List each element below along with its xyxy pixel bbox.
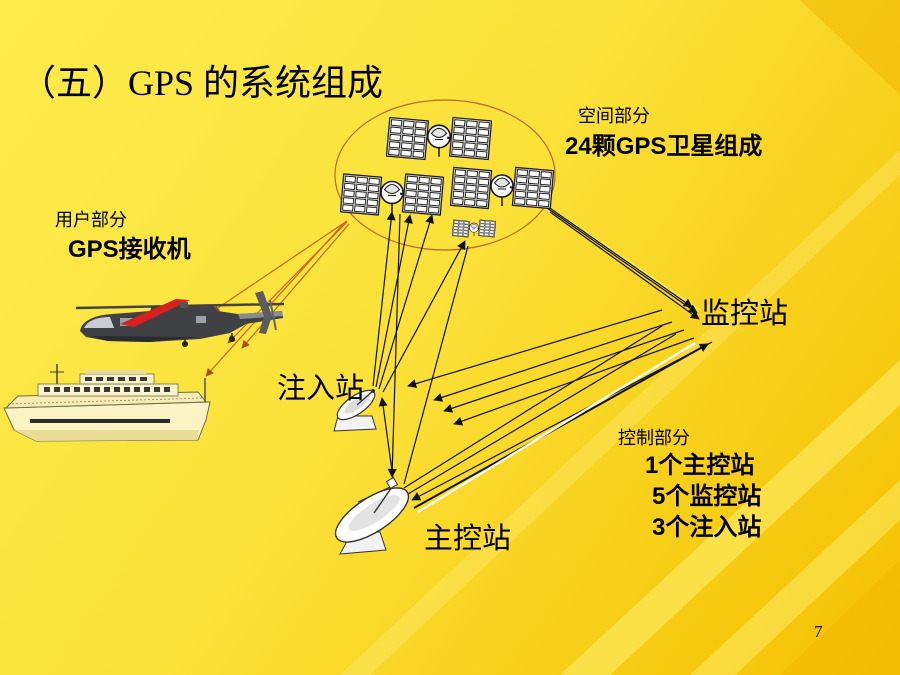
slide-title: （五）GPS 的系统组成: [20, 63, 384, 103]
helicopter-icon: [75, 291, 285, 347]
satellite-icon: [386, 118, 491, 160]
link-master-to-monitor-3: [403, 325, 663, 489]
link-monitor-to-injection-1: [407, 309, 663, 388]
space-segment-description: 24颗GPS卫星组成: [565, 133, 763, 160]
user-links: [205, 220, 350, 377]
link-satellite-to-ship: [205, 221, 346, 377]
control-segment-item: 1个主控站: [645, 452, 755, 479]
monitor-station-label: 监控站: [701, 298, 789, 330]
monitor-downlinks: [543, 203, 701, 320]
link-master-to-injection: [378, 397, 394, 479]
master-station-label: 主控站: [424, 523, 512, 555]
satellite-icon: [450, 167, 553, 208]
injection-dish-antenna-icon: [333, 389, 377, 432]
master-links: [378, 213, 469, 485]
link-monitor-to-injection-2: [433, 321, 673, 402]
link-satellite-to-master-2: [403, 245, 469, 485]
link-monitor-to-master: [411, 341, 713, 501]
space-segment-heading: 空间部分: [578, 106, 650, 126]
control-segment-item: 3个注入站: [652, 514, 762, 541]
injection-uplinks: [372, 211, 466, 393]
control-segment-heading: 控制部分: [618, 428, 690, 448]
control-segment-item: 5个监控站: [652, 483, 762, 510]
injection-station-label: 注入站: [277, 373, 365, 405]
background-bands: [340, 0, 900, 675]
uplink-injection-to-satellite-1: [372, 211, 396, 387]
satellite-icon: [452, 220, 496, 237]
ship-icon: [3, 364, 211, 442]
uplink-injection-to-satellite-2: [375, 214, 413, 388]
page-number: 7: [814, 622, 823, 641]
link-satellite-to-helicopter-3: [241, 223, 350, 349]
link-master-to-monitor-2: [407, 333, 677, 495]
uplink-injection-to-satellite-3: [378, 214, 434, 390]
link-satellite-to-monitor-yellow: [545, 204, 701, 311]
uplink-injection-to-satellite-4: [382, 240, 466, 393]
link-satellite-to-monitor-1: [543, 203, 693, 308]
master-monitor-links: [403, 325, 713, 513]
link-master-to-monitor-white: [417, 342, 696, 513]
link-monitor-to-injection-3: [443, 329, 685, 413]
user-segment-heading: 用户部分: [55, 210, 127, 230]
space-segment-ellipse: [334, 99, 556, 251]
master-dish-antenna-icon: [334, 476, 410, 555]
satellite-icon: [340, 174, 443, 215]
link-satellite-to-monitor-3: [549, 211, 700, 320]
link-satellite-to-master-1: [387, 213, 401, 478]
link-satellite-to-helicopter-1: [211, 220, 348, 313]
link-satellite-to-monitor-2: [546, 207, 698, 314]
user-segment-description: GPS接收机: [68, 236, 191, 263]
